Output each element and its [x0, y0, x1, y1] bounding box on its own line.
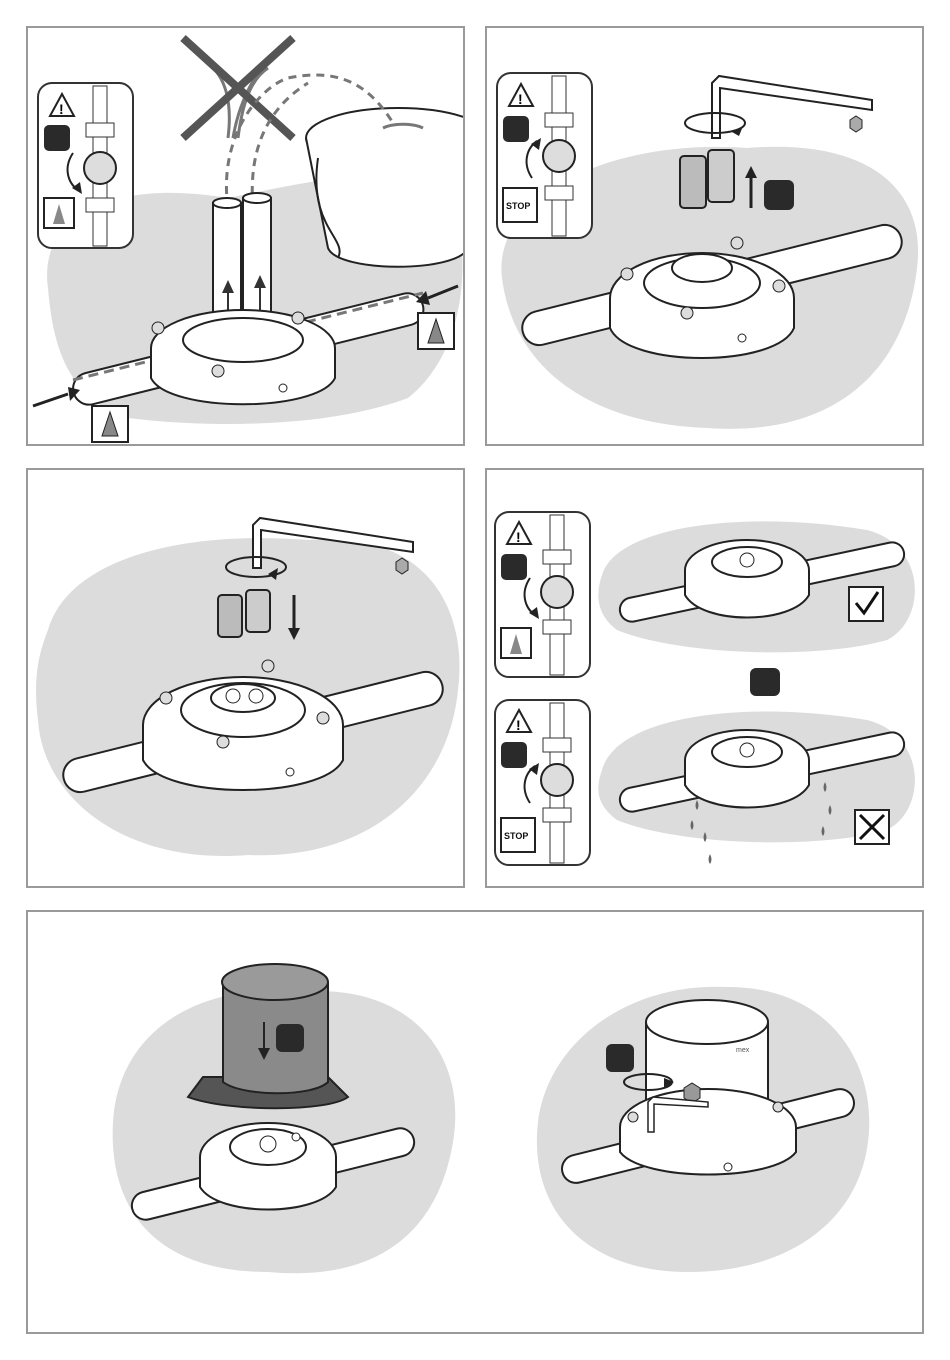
flow-cone-icon: [92, 406, 128, 442]
svg-text:!: !: [516, 717, 521, 733]
svg-text:!: !: [518, 91, 523, 107]
panel-leak-check: ! ! STOP: [485, 468, 924, 888]
remove-plugs-illustration: ! STOP: [487, 28, 924, 446]
stop-label: STOP: [504, 831, 528, 841]
svg-text:!: !: [516, 529, 521, 545]
panel-flush-pipe: !: [26, 26, 465, 446]
step-badge: [501, 742, 527, 768]
check-icon: [849, 587, 883, 621]
install-plugs-illustration: [28, 470, 465, 888]
step-badge: [606, 1044, 634, 1072]
hex-nut-icon: [850, 116, 862, 132]
flow-cone-icon: [418, 313, 454, 349]
leak-check-illustration: ! ! STOP: [487, 470, 924, 888]
fit-register-illustration: mex: [28, 912, 924, 1334]
step-badge: [276, 1024, 304, 1052]
mex-label: mex: [736, 1047, 750, 1054]
flush-illustration: !: [28, 28, 465, 446]
panel-fit-register: mex: [26, 910, 924, 1334]
stop-label: STOP: [506, 201, 530, 211]
cross-icon: [855, 810, 889, 844]
valve-icon: [543, 140, 575, 172]
step-badge: [501, 554, 527, 580]
valve-icon: [541, 576, 573, 608]
valve-inset: ! STOP: [497, 73, 592, 238]
valve-inset-closed: ! STOP: [495, 700, 590, 865]
fountain-crossed-icon: [183, 38, 293, 138]
valve-icon: [541, 764, 573, 796]
hex-nut-icon: [396, 558, 408, 574]
valve-inset: !: [38, 83, 133, 248]
svg-text:!: !: [59, 101, 64, 117]
valve-inset-open: !: [495, 512, 590, 677]
meter-body: [151, 310, 335, 404]
bucket-icon: [306, 108, 465, 267]
panel-remove-plugs: ! STOP: [485, 26, 924, 446]
meter-body: [200, 1123, 336, 1210]
step-badge: [44, 125, 70, 151]
step-badge: [750, 668, 780, 696]
hex-key-icon: [712, 76, 872, 138]
panel-install-plugs: [26, 468, 465, 888]
step-badge: [764, 180, 794, 210]
valve-icon: [84, 152, 116, 184]
step-badge: [503, 116, 529, 142]
